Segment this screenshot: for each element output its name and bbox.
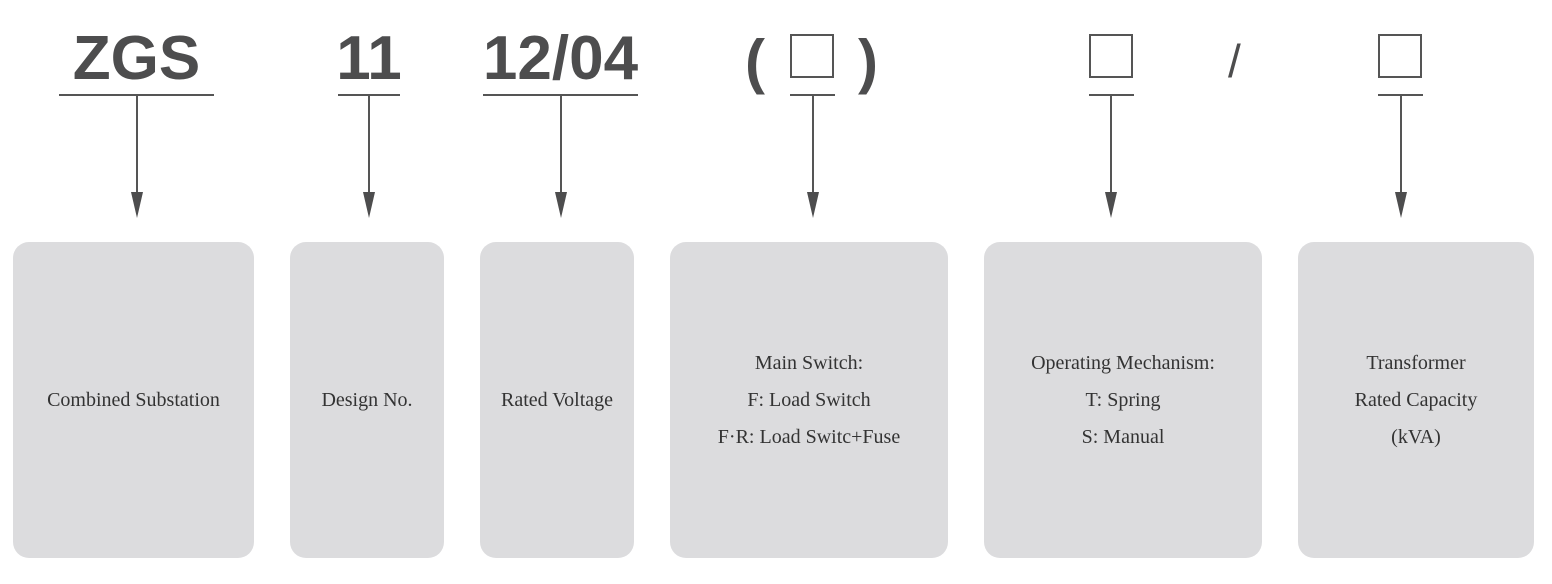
box-design-no: Design No. — [290, 242, 444, 558]
box-transformer-capacity: Transformer Rated Capacity (kVA) — [1298, 242, 1534, 558]
code-zgs: ZGS — [72, 24, 201, 93]
box-label: Transformer — [1366, 351, 1466, 374]
slash-separator: / — [1228, 35, 1241, 87]
box-label: Rated Capacity — [1354, 388, 1478, 411]
arrow-head-transformer-capacity — [1395, 192, 1407, 218]
box-main-switch: Main Switch: F: Load Switch F·R: Load Sw… — [670, 242, 948, 558]
box-combined-substation: Combined Substation — [13, 242, 254, 558]
box-label: Main Switch: — [754, 351, 864, 374]
placeholder-square-operating-mechanism — [1089, 34, 1133, 78]
close-parenthesis: ) — [858, 28, 878, 95]
box-label: S: Manual — [1081, 425, 1165, 448]
arrow-head-main-switch — [807, 192, 819, 218]
open-parenthesis: ( — [745, 28, 765, 95]
arrow-head-zgs — [131, 192, 143, 218]
box-label: Rated Voltage — [500, 388, 614, 411]
code-design-number: 11 — [336, 24, 402, 93]
placeholder-square-transformer-capacity — [1378, 34, 1422, 78]
box-label: F·R: Load Switc+Fuse — [717, 425, 901, 448]
box-label: Design No. — [321, 388, 413, 411]
box-operating-mechanism: Operating Mechanism: T: Spring S: Manual — [984, 242, 1262, 558]
box-label: Combined Substation — [47, 388, 220, 411]
placeholder-square-main-switch — [790, 34, 834, 78]
box-label: T: Spring — [1085, 388, 1161, 411]
box-rated-voltage: Rated Voltage — [480, 242, 634, 558]
code-voltage: 12/04 — [482, 24, 639, 93]
arrow-head-12-04 — [555, 192, 567, 218]
box-label: (kVA) — [1391, 425, 1441, 448]
arrow-head-11 — [363, 192, 375, 218]
arrow-head-operating-mechanism — [1105, 192, 1117, 218]
box-label: Operating Mechanism: — [1031, 351, 1215, 374]
box-label: F: Load Switch — [747, 388, 871, 411]
